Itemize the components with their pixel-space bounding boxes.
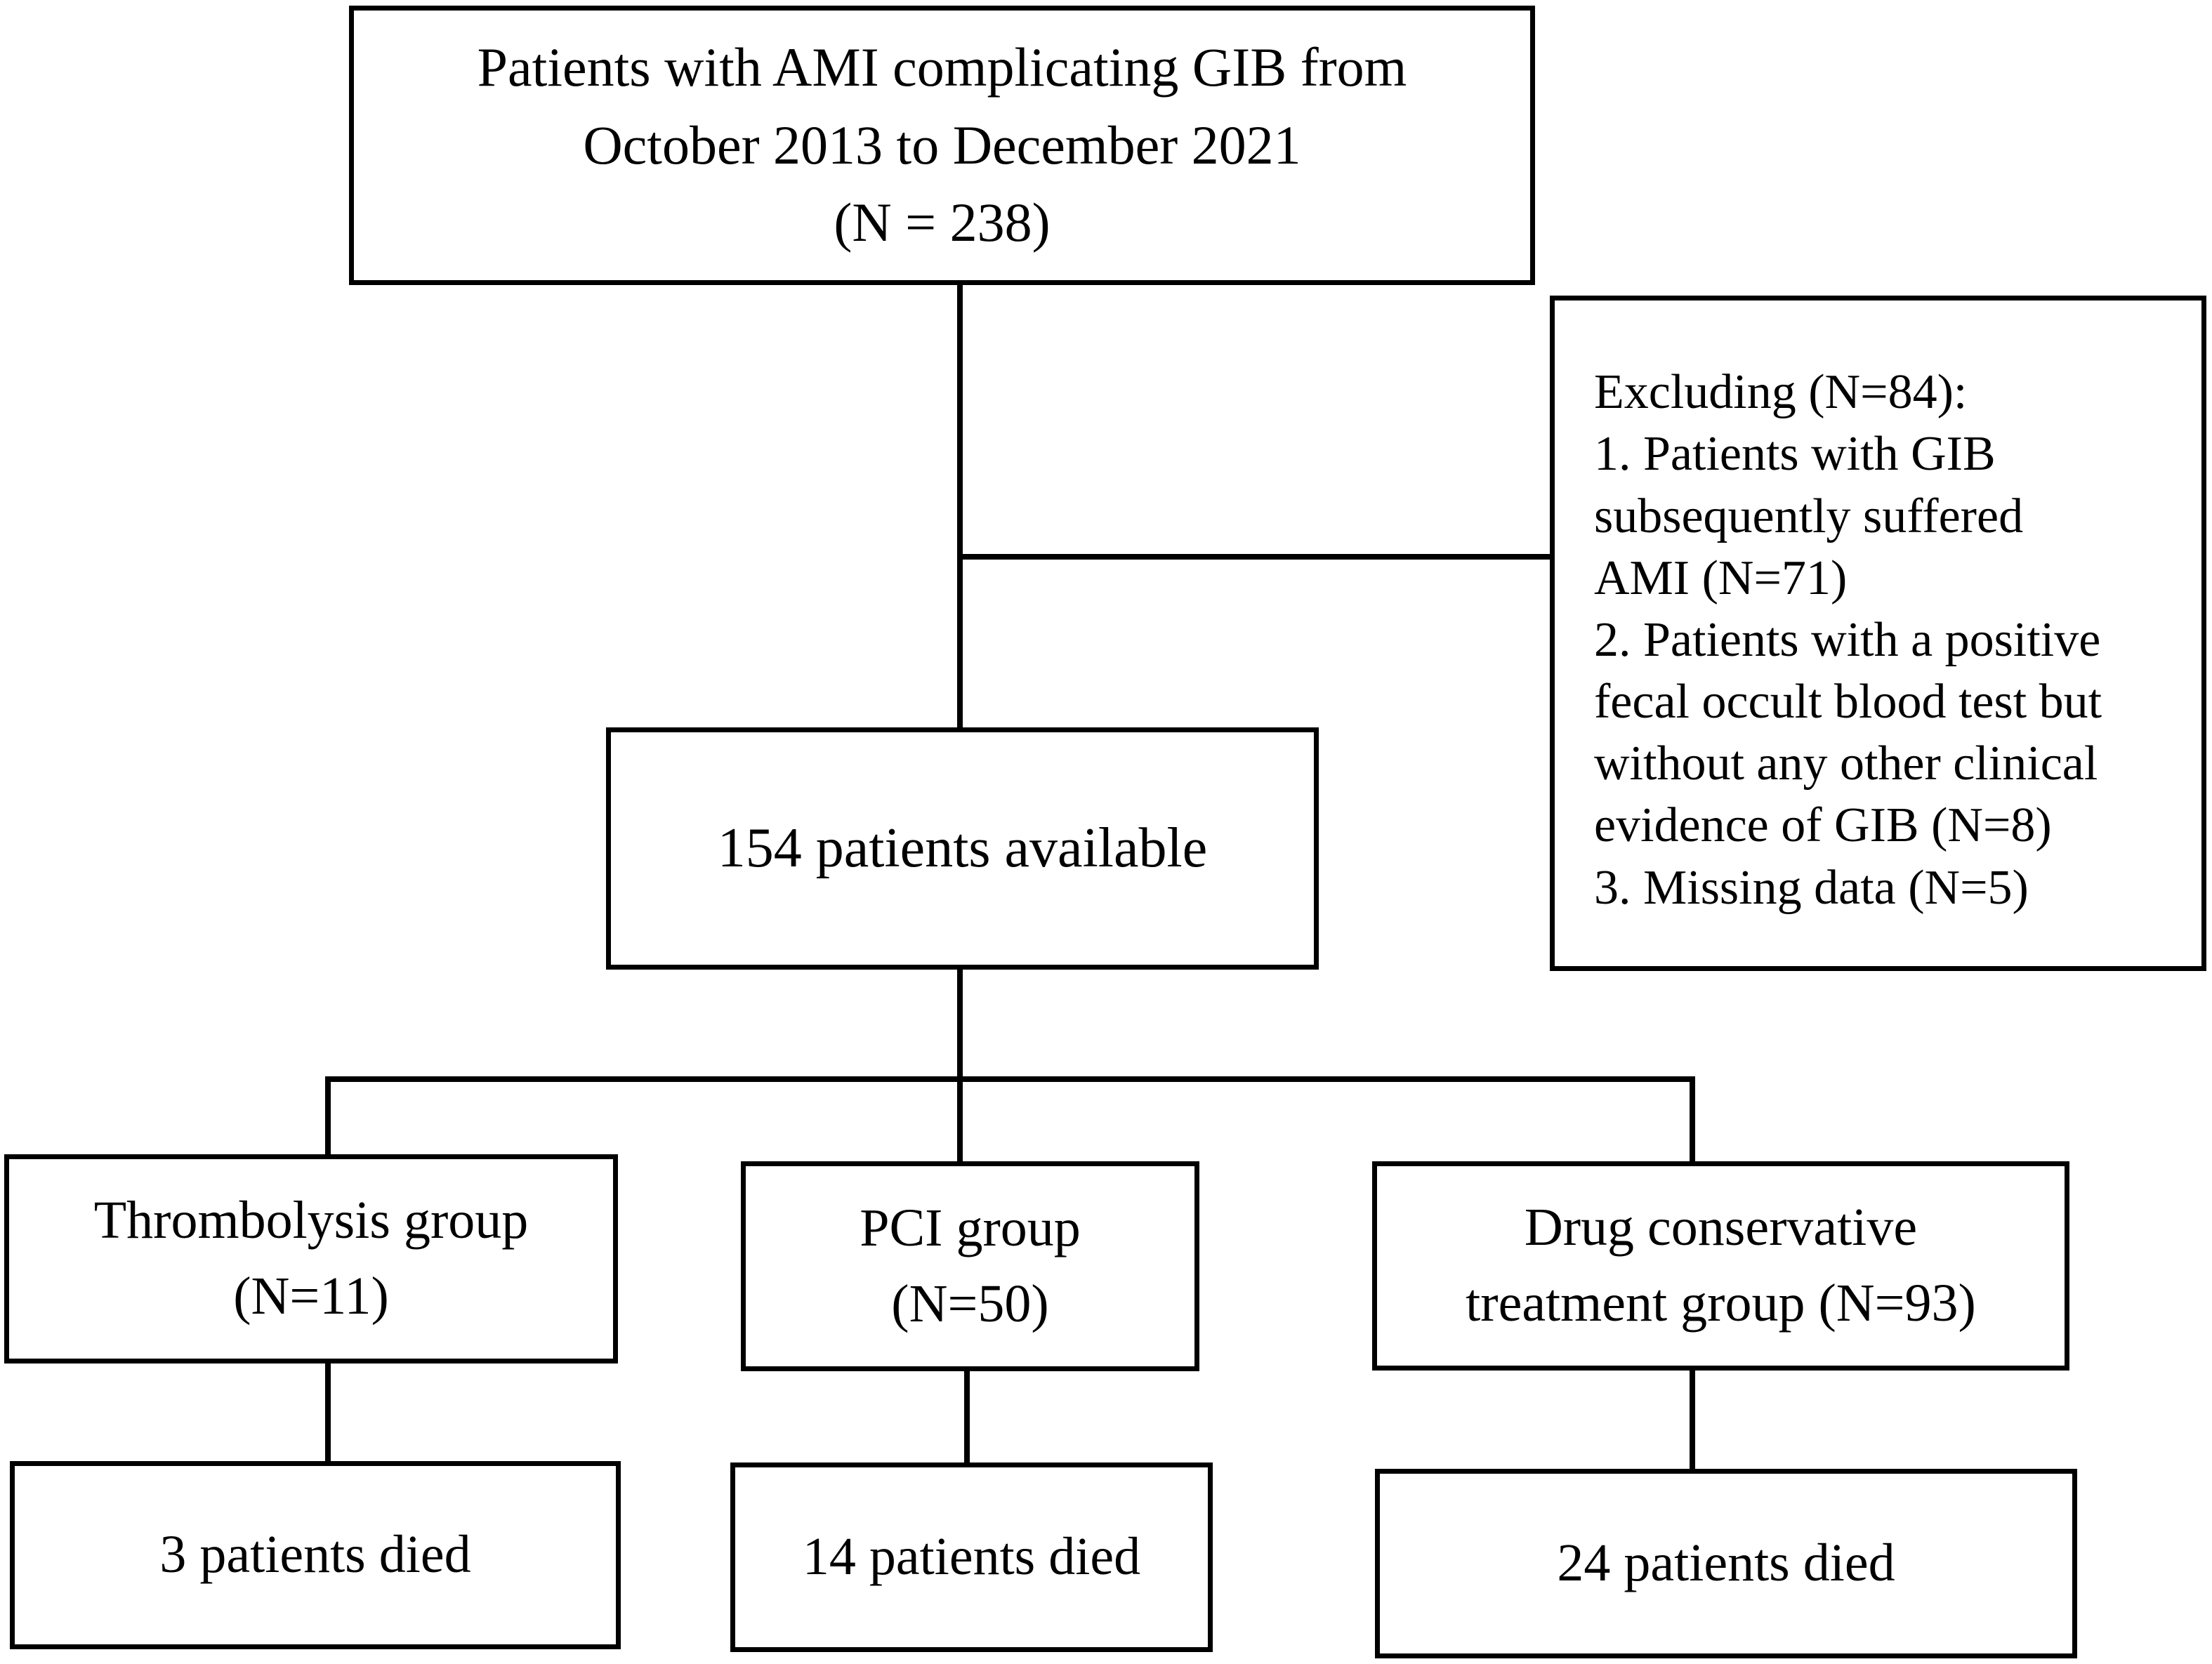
exclusion-line-9: 3. Missing data (N=5): [1594, 860, 2029, 915]
thrombolysis-outcome-box: 3 patients died: [10, 1461, 621, 1649]
pci-group-count: (N=50): [891, 1274, 1049, 1333]
available-label: 154 patients available: [717, 817, 1208, 879]
drug-group-label-line-2: treatment group (N=93): [1466, 1274, 1976, 1333]
exclusion-line-4: AMI (N=71): [1594, 550, 1848, 605]
thrombolysis-group-label: Thrombolysis group: [93, 1191, 529, 1250]
exclusion-line-1: Excluding (N=84):: [1594, 365, 1968, 420]
drug-group-label-line-1: Drug conservative: [1524, 1198, 1918, 1257]
pci-group-box: PCI group (N=50): [741, 1161, 1199, 1371]
source-line-1: Patients with AMI complicating GIB from: [477, 36, 1407, 98]
exclusion-criteria-box: Excluding (N=84): 1. Patients with GIB s…: [1550, 296, 2206, 971]
drug-conservative-group-box: Drug conservative treatment group (N=93): [1372, 1161, 2069, 1371]
drug-outcome-label: 24 patients died: [1557, 1533, 1895, 1593]
exclusion-line-8: evidence of GIB (N=8): [1594, 798, 2052, 853]
pci-group-label: PCI group: [860, 1198, 1081, 1257]
pci-outcome-box: 14 patients died: [730, 1462, 1213, 1652]
thrombolysis-group-count: (N=11): [233, 1267, 389, 1326]
exclusion-line-7: without any other clinical: [1594, 737, 2098, 791]
exclusion-line-3: subsequently suffered: [1594, 489, 2024, 543]
thrombolysis-group-box: Thrombolysis group (N=11): [4, 1154, 618, 1363]
source-line-2: October 2013 to December 2021: [583, 114, 1301, 176]
drug-outcome-box: 24 patients died: [1375, 1469, 2077, 1658]
exclusion-line-2: 1. Patients with GIB: [1594, 427, 1996, 482]
exclusion-line-5: 2. Patients with a positive: [1594, 612, 2101, 667]
available-patients-box: 154 patients available: [606, 727, 1319, 970]
exclusion-line-6: fecal occult blood test but: [1594, 675, 2102, 729]
source-line-3: (N = 238): [834, 192, 1051, 253]
source-population-box: Patients with AMI complicating GIB from …: [349, 6, 1535, 285]
thrombolysis-outcome-label: 3 patients died: [159, 1525, 471, 1585]
pci-outcome-label: 14 patients died: [802, 1527, 1141, 1587]
